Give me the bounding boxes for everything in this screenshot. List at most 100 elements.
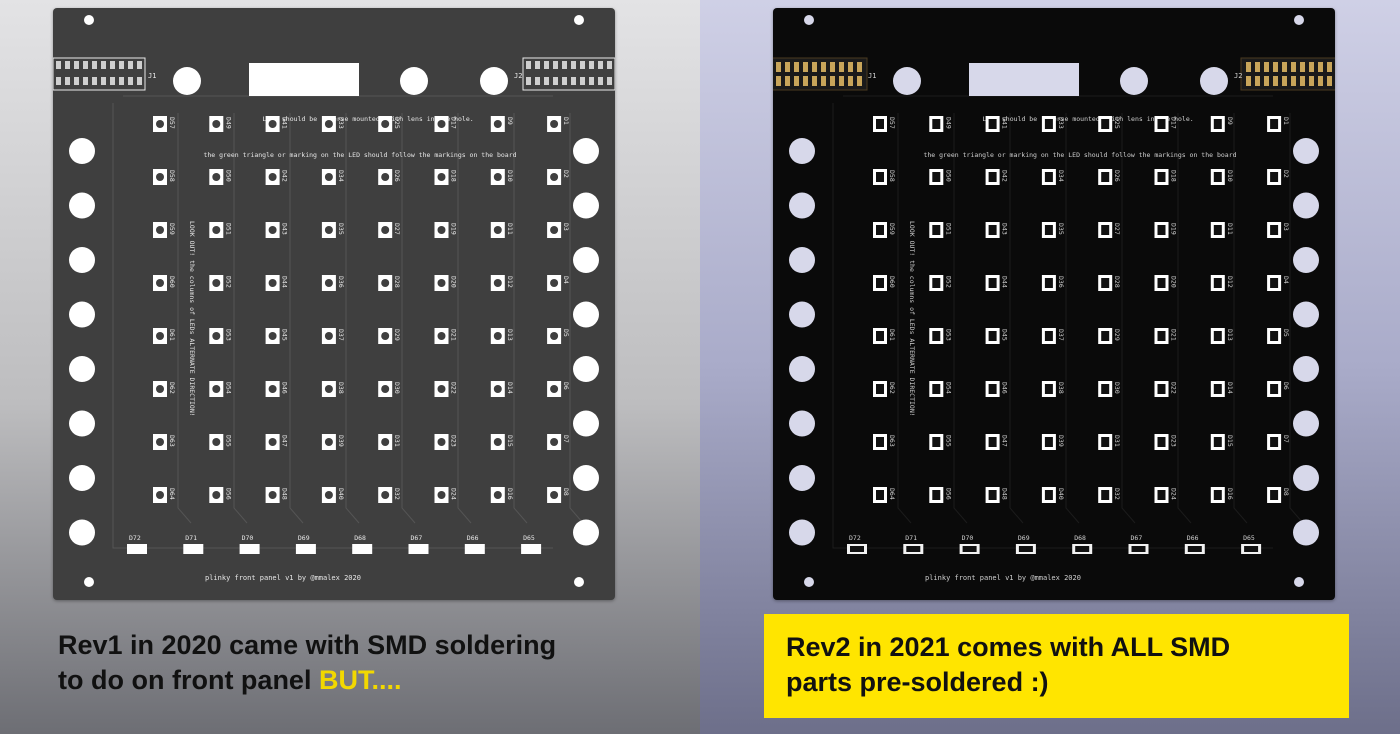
led-label: D44 — [1001, 276, 1009, 288]
led-label: D32 — [393, 488, 401, 500]
knob-hole — [1200, 67, 1228, 95]
led-label: D60 — [888, 276, 896, 288]
led-footprint — [378, 222, 393, 238]
side-jack-hole-left — [789, 192, 815, 219]
led-footprint — [547, 222, 562, 238]
led-label: D34 — [1057, 170, 1065, 182]
led-label: D42 — [1001, 170, 1009, 182]
led-label: D57 — [168, 117, 176, 129]
side-jack-hole-right — [573, 192, 599, 219]
led-footprint — [434, 381, 449, 397]
led-label: D8 — [1282, 488, 1290, 496]
led-label: D57 — [888, 117, 896, 129]
side-jack-hole-left — [789, 519, 815, 546]
led-footprint — [1098, 381, 1113, 397]
led-label: D7 — [1282, 435, 1290, 443]
led-footprint — [1154, 275, 1169, 291]
led-label: D47 — [281, 435, 289, 447]
led-footprint — [1267, 169, 1282, 185]
led-label: D59 — [168, 223, 176, 235]
led-label: D29 — [393, 329, 401, 341]
bottom-led-label: D71 — [185, 534, 197, 542]
bottom-led-footprint — [464, 544, 485, 554]
led-label: D19 — [450, 223, 458, 235]
led-footprint — [209, 275, 224, 291]
side-jack-hole-left — [789, 410, 815, 437]
led-label: D4 — [562, 276, 570, 284]
led-label: D45 — [1001, 329, 1009, 341]
led-footprint — [265, 487, 280, 503]
led-footprint — [1041, 275, 1056, 291]
led-label: D51 — [944, 223, 952, 235]
led-label: D22 — [1170, 382, 1178, 394]
led-footprint — [321, 328, 336, 344]
led-label: D50 — [944, 170, 952, 182]
side-jack-hole-right — [1293, 138, 1319, 164]
led-label: D35 — [337, 223, 345, 235]
led-footprint — [929, 116, 944, 132]
led-label: D28 — [393, 276, 401, 288]
bottom-led-footprint — [521, 544, 542, 554]
led-footprint — [1098, 275, 1113, 291]
led-footprint — [985, 222, 1000, 238]
led-footprint — [265, 381, 280, 397]
mounting-hole — [804, 15, 814, 25]
side-jack-hole-right — [573, 138, 599, 164]
board-note-line1: LEDs should be reverse mounted, with len… — [262, 115, 473, 123]
pin-header-j2 — [1240, 57, 1335, 91]
pin-header-j2 — [522, 57, 615, 91]
board-side-note: LOOK OUT! the columns of LEDs ALTERNATE … — [188, 221, 196, 417]
side-jack-hole-right — [573, 301, 599, 328]
led-label: D39 — [337, 435, 345, 447]
led-label: D26 — [1113, 170, 1121, 182]
led-footprint — [153, 381, 167, 397]
led-footprint — [153, 116, 167, 132]
led-label: D10 — [1226, 170, 1234, 182]
led-label: D30 — [1113, 382, 1121, 394]
led-footprint — [547, 169, 562, 185]
led-label: D28 — [1113, 276, 1121, 288]
connector-label: J1 — [868, 72, 876, 80]
bottom-led-label: D65 — [523, 534, 535, 542]
rev2-caption-line1: Rev2 in 2021 comes with ALL SMD — [786, 632, 1231, 662]
led-label: D16 — [1226, 488, 1234, 500]
led-label: D56 — [944, 488, 952, 500]
led-label: D60 — [168, 276, 176, 288]
led-footprint — [321, 116, 336, 132]
bottom-led-label: D67 — [411, 534, 423, 542]
led-footprint — [929, 328, 944, 344]
led-footprint — [985, 275, 1000, 291]
led-label: D11 — [506, 223, 514, 235]
led-footprint — [321, 487, 336, 503]
led-label: D13 — [506, 329, 514, 341]
led-label: D48 — [281, 488, 289, 500]
led-footprint — [490, 328, 505, 344]
led-footprint — [1210, 434, 1225, 450]
knob-hole — [480, 67, 508, 95]
side-jack-hole-right — [573, 465, 599, 491]
led-label: D7 — [562, 435, 570, 443]
led-footprint — [1210, 116, 1225, 132]
led-footprint — [434, 169, 449, 185]
knob-hole — [400, 67, 428, 95]
led-label: D55 — [224, 435, 232, 447]
side-jack-hole-right — [1293, 465, 1319, 491]
led-footprint — [985, 328, 1000, 344]
led-footprint — [209, 487, 224, 503]
led-label: D41 — [281, 117, 289, 129]
bottom-led-label: D69 — [298, 534, 310, 542]
led-label: D19 — [1170, 223, 1178, 235]
led-label: D9 — [1226, 117, 1234, 125]
led-label: D42 — [281, 170, 289, 182]
led-label: D5 — [562, 329, 570, 337]
led-footprint — [378, 487, 393, 503]
led-label: D64 — [168, 488, 176, 500]
led-label: D53 — [944, 329, 952, 341]
led-label: D11 — [1226, 223, 1234, 235]
led-label: D20 — [1170, 276, 1178, 288]
led-label: D10 — [506, 170, 514, 182]
led-label: D54 — [224, 382, 232, 394]
side-jack-hole-right — [1293, 192, 1319, 219]
led-footprint — [490, 434, 505, 450]
